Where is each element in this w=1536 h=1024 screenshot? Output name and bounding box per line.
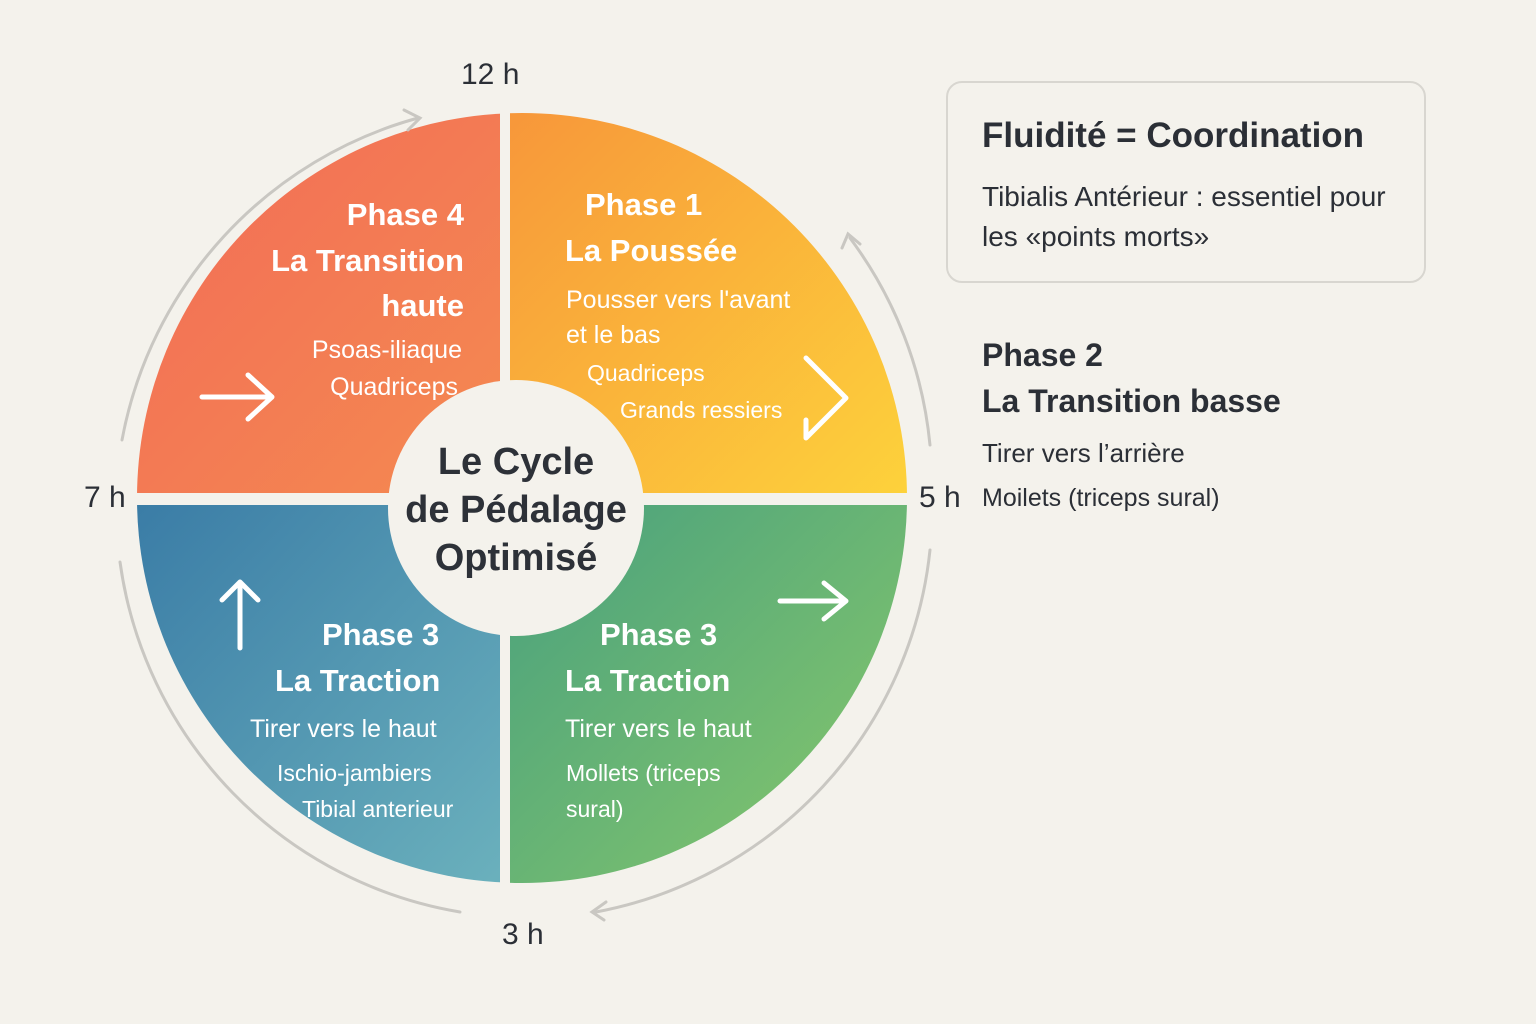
arrow-head-icon [840,231,862,250]
cycle-arc-bottom-right [594,548,932,914]
info-box-body: Tibialis Antérieur : essentiel pour les … [982,181,1386,252]
phase-4-muscle: Psoas-iliaque [311,336,462,364]
phase-4-name: La Transition [271,243,464,278]
clock-label-top: 12 h [461,58,520,91]
center-hub [388,380,644,636]
info-box: Fluidité = Coordination Tibialis Antérie… [946,81,1426,283]
info-box-title: Fluidité = Coordination [982,116,1365,155]
clock-label-bottom: 3 h [502,918,544,951]
phase-3-left-muscle: Ischio-jambiers [277,760,432,786]
center-title-line: Le Cycle [437,441,595,483]
phase-3-left-muscle: Tibial anterieur [302,796,454,822]
phase-2-label: Phase 2 [982,337,1103,373]
phase-1-action: et le bas [566,321,661,349]
phase-3-right-name: La Traction [565,663,731,698]
center-title: Le Cycle de Pédalage Optimisé [378,438,654,582]
phase-3-right-muscle: Mollets (triceps [566,760,721,786]
phase-1-muscle: Quadriceps [587,360,705,386]
center-title-line: Optimisé [434,537,598,579]
phase-3-left-action: Tirer vers le haut [250,715,437,743]
arrow-right-icon [199,372,275,422]
phase-4-muscle: Quadriceps [330,373,458,401]
clock-label-right: 5 h [919,481,961,514]
phase-3-left-name: La Traction [275,663,441,698]
arrow-head-icon [402,108,423,132]
phase-1-label: Phase 1 [585,187,703,222]
phase-2-muscles: Moilets (triceps sural) [982,484,1220,512]
phase-1-name: La Poussée [565,233,738,268]
cycle-arc-top-left [120,116,420,442]
phase-3-right-action: Tirer vers le haut [565,715,752,743]
arrow-right-icon [777,580,849,622]
arrow-down-left-icon [803,355,849,441]
clock-label-left: 7 h [84,481,126,514]
phase-1-muscle: Grands ressiers [620,397,783,423]
phase-3-right-muscle: sural) [566,796,624,822]
phase-3-right-label: Phase 3 [600,617,718,652]
phase-1-action: Pousser vers l'avant [566,286,791,314]
phase-3-left-label: Phase 3 [322,617,440,652]
arrow-up-icon [219,579,261,651]
arrow-head-icon [589,900,608,922]
cycle-arc-right [848,236,932,447]
center-title-line: de Pédalage [405,489,627,531]
phase-4-label: Phase 4 [346,197,464,232]
phase-2-action: Tirer vers l’arrière [982,438,1185,468]
phase-4-name: haute [381,288,464,323]
cycle-arc-bottom-left [118,560,462,914]
phase-2-name: La Transition basse [982,383,1281,419]
